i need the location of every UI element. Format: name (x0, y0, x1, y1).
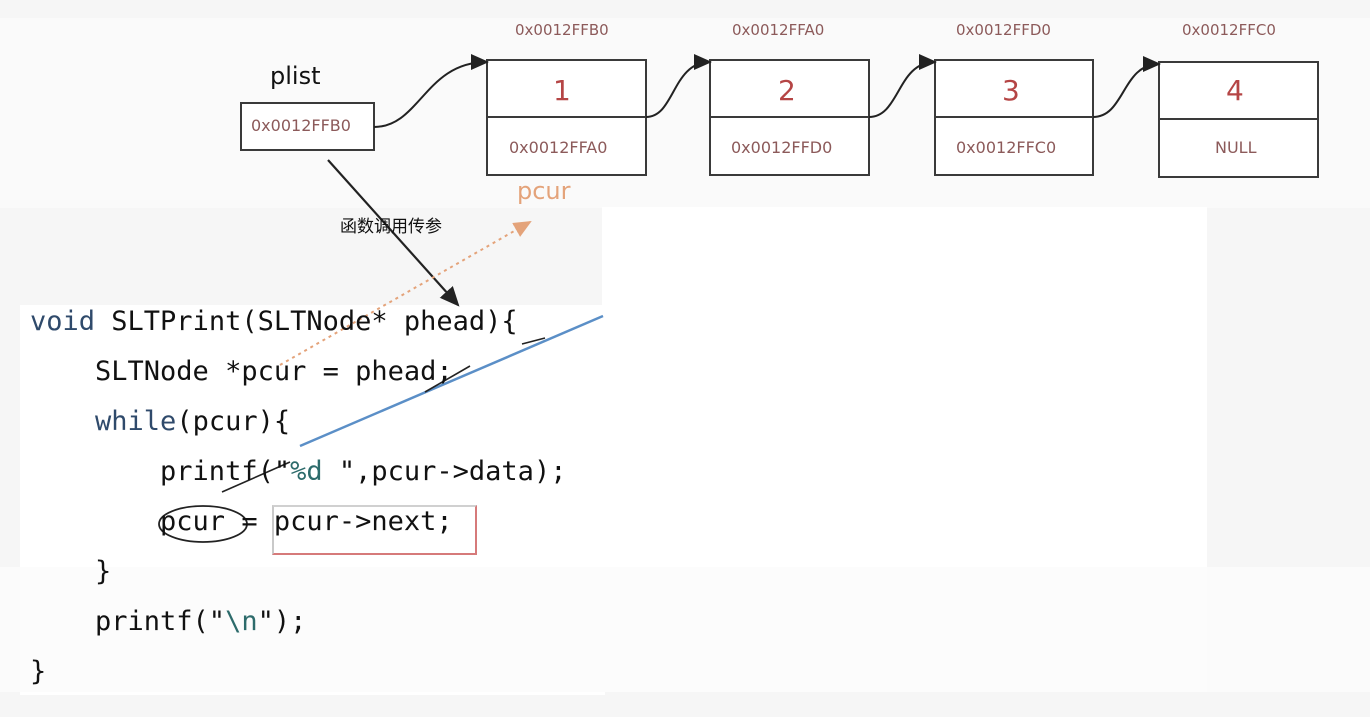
pcur-circle (158, 505, 248, 543)
node-next: 0x0012FFD0 (731, 138, 832, 157)
pcur-label: pcur (517, 177, 571, 205)
code-keyword: void (30, 306, 96, 337)
next-arrow (645, 54, 712, 118)
code-indent (30, 406, 95, 437)
code-text: SLTNode *pcur = phead; (30, 356, 453, 387)
code-line-4: printf("%d ",pcur->data); (30, 456, 566, 487)
code-text: printf(" (30, 606, 226, 637)
code-text: = (225, 506, 274, 537)
code-line-3: while(pcur){ (30, 406, 290, 437)
code-text: pcur (30, 506, 226, 537)
param-arrow (327, 159, 460, 307)
next-arrow (1092, 56, 1161, 118)
handwriting-mark (521, 337, 546, 345)
code-text: SLTPrint(SLTNode* phead){ (95, 306, 518, 337)
blue-annotation-line (299, 314, 604, 448)
plist-value: 0x0012FFB0 (251, 116, 351, 135)
code-text: } (30, 556, 112, 587)
handwriting-mark (424, 365, 471, 393)
pcur-dotted-arrow (279, 221, 532, 366)
code-line-6: } (30, 556, 111, 587)
code-text: } (30, 656, 47, 687)
code-line-5: pcur = pcur->next; (30, 506, 453, 537)
node-next: 0x0012FFA0 (509, 138, 607, 157)
code-keyword: while (95, 406, 177, 437)
code-line-2: SLTNode *pcur = phead; (30, 356, 453, 387)
code-text: ",pcur->data); (338, 456, 567, 487)
code-text: printf(" (30, 456, 291, 487)
node-next: 0x0012FFC0 (956, 138, 1056, 157)
next-highlight-box (272, 505, 477, 555)
code-string: %d (290, 456, 339, 487)
node-address: 0x0012FFC0 (1182, 21, 1276, 39)
plist-label: plist (270, 62, 320, 90)
node-data: 4 (1226, 74, 1244, 107)
node-address: 0x0012FFB0 (515, 21, 609, 39)
node-data: 1 (553, 74, 571, 107)
node-next: NULL (1215, 138, 1257, 157)
code-line-1: void SLTPrint(SLTNode* phead){ (30, 306, 518, 337)
code-line-7: printf("\n"); (30, 606, 306, 637)
next-arrow (868, 54, 937, 118)
code-text: "); (257, 606, 307, 637)
node-address: 0x0012FFD0 (956, 21, 1051, 39)
top-panel (0, 18, 1370, 208)
code-line-8: } (30, 656, 46, 687)
plist-box (240, 102, 375, 151)
bottom-panel (0, 567, 1370, 692)
code-text: pcur->next; (273, 506, 453, 537)
code-text: (pcur){ (176, 406, 291, 437)
node-data: 2 (778, 74, 796, 107)
node-data: 3 (1002, 74, 1020, 107)
node-address: 0x0012FFA0 (732, 21, 824, 39)
code-string: \n (225, 606, 258, 637)
handwriting-mark (221, 461, 291, 493)
plist-arrow (373, 54, 489, 128)
call-note: 函数调用传参 (340, 217, 442, 237)
